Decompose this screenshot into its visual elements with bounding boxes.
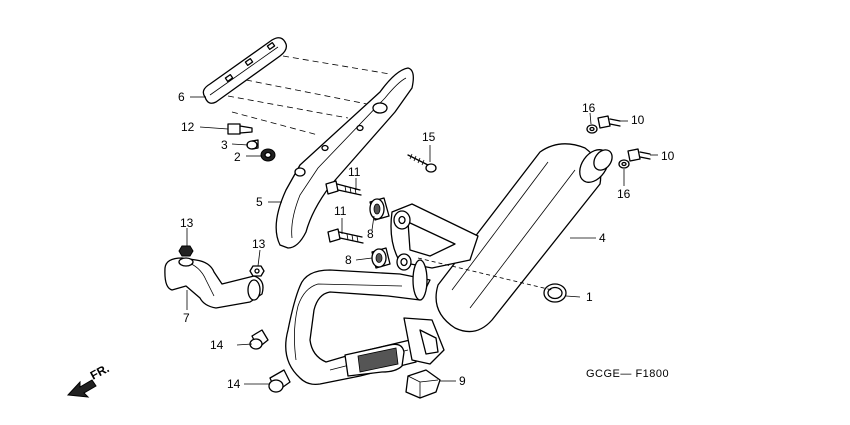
rubber-2	[260, 148, 276, 162]
nut-13-right	[249, 265, 265, 277]
heat-guard-gasket	[202, 37, 288, 104]
exhaust-pipe	[285, 259, 445, 386]
muffler-heat-guard	[275, 67, 414, 249]
collar-3	[246, 139, 259, 150]
callout-11-upper: 11	[348, 165, 361, 179]
exhaust-gasket-9	[405, 369, 441, 399]
callout-15: 15	[422, 130, 436, 144]
rubber-8-lower	[371, 247, 391, 269]
front-direction-indicator: FR.	[66, 361, 112, 398]
callout-4: 4	[599, 231, 606, 245]
bolt-10-lower	[627, 148, 651, 162]
cap-nut-14-lower	[268, 369, 291, 393]
callout-labels: 1 2 3 4 5 6 7 8 8 9 10 10 11 11 12 13 13…	[178, 90, 675, 391]
exhaust-elbow-7	[164, 257, 264, 309]
washer-16-upper	[586, 124, 598, 134]
rubber-8-upper	[369, 197, 390, 221]
callout-14-upper: 14	[210, 338, 224, 352]
alignment-lines	[227, 55, 391, 136]
muffler-bracket	[390, 203, 479, 271]
front-label: FR.	[88, 361, 112, 382]
callout-10-upper: 10	[631, 113, 645, 127]
washer-16-lower	[618, 159, 630, 169]
bolt-12	[227, 123, 253, 135]
callout-8-upper: 8	[367, 227, 374, 241]
callout-1: 1	[586, 290, 593, 304]
callout-16-upper: 16	[582, 101, 596, 115]
callout-5: 5	[256, 195, 263, 209]
callout-13-left: 13	[180, 216, 194, 230]
callout-12: 12	[181, 120, 195, 134]
nut-13-left	[178, 245, 194, 257]
bolt-10-upper	[597, 115, 621, 129]
callout-8-lower: 8	[345, 253, 352, 267]
callout-9: 9	[459, 374, 466, 388]
front-arrow-icon	[66, 379, 97, 398]
callout-13-right: 13	[252, 237, 266, 251]
callout-10-lower: 10	[661, 149, 675, 163]
callout-14-lower: 14	[227, 377, 241, 391]
bolt-11-upper	[325, 180, 362, 196]
leader-lines	[186, 96, 658, 385]
diagram-code: GCGE— F1800	[586, 368, 669, 380]
gasket-ring-1	[543, 283, 567, 303]
cap-nut-14-upper	[249, 329, 269, 350]
callout-6: 6	[178, 90, 185, 104]
callout-16-lower: 16	[617, 187, 631, 201]
muffler-body	[435, 143, 613, 333]
callout-7: 7	[183, 311, 190, 325]
callout-2: 2	[234, 150, 241, 164]
callout-11-lower: 11	[334, 204, 347, 218]
screw-15	[407, 153, 437, 173]
callout-3: 3	[221, 138, 228, 152]
bolt-11-lower	[327, 228, 364, 244]
